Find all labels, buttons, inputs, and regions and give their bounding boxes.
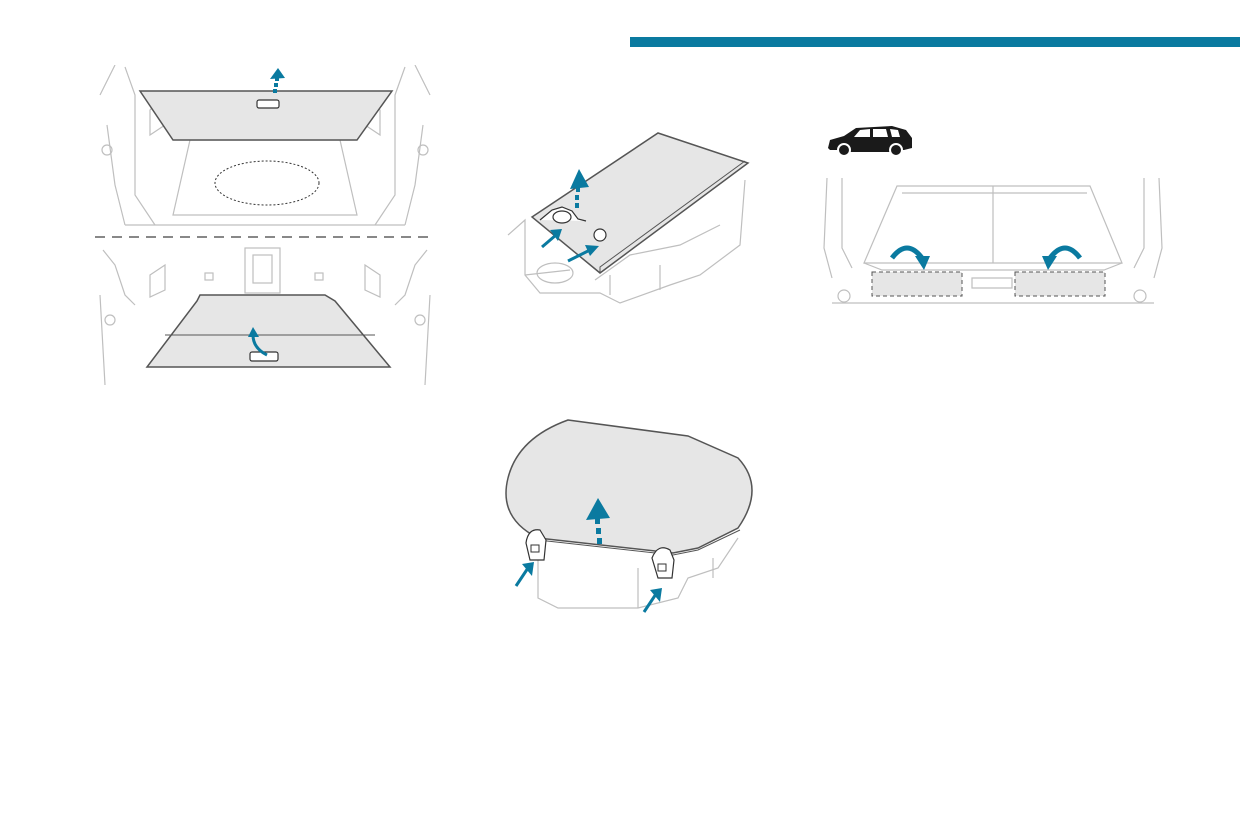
dashed-up-arrow-icon xyxy=(570,169,589,208)
fold-arrow-icon xyxy=(890,245,1082,270)
spare-wheel-well xyxy=(537,537,739,609)
upward-arrow-icon xyxy=(270,68,285,93)
underfloor-storage-illustration xyxy=(822,178,1164,308)
spare-wheel-cover-illustration xyxy=(498,418,766,618)
lowered-floor-panel xyxy=(145,294,392,368)
tray-lid xyxy=(530,132,750,274)
boot-lower-view xyxy=(99,247,431,386)
boot-interior xyxy=(823,178,1163,304)
left-storage-bin xyxy=(871,271,963,297)
boot-upper-view xyxy=(99,65,431,226)
curved-arrow-icon xyxy=(248,327,268,357)
raised-floor-panel xyxy=(138,90,394,141)
lid-latch xyxy=(539,206,607,242)
boot-floor-illustration xyxy=(95,65,435,393)
storage-tray-illustration xyxy=(500,125,760,315)
right-storage-bin xyxy=(1014,271,1106,297)
section-accent-bar xyxy=(630,37,1240,47)
cover-tabs xyxy=(525,529,675,579)
dashed-up-arrow-icon xyxy=(586,498,610,544)
floor-recess-outline xyxy=(214,160,320,206)
push-arrow-icon xyxy=(541,229,599,263)
push-arrow-icon xyxy=(514,562,662,613)
cover-panel xyxy=(505,419,753,554)
tray-body xyxy=(507,179,746,304)
floor-handle xyxy=(256,99,280,109)
vehicle-silhouette xyxy=(826,124,914,160)
